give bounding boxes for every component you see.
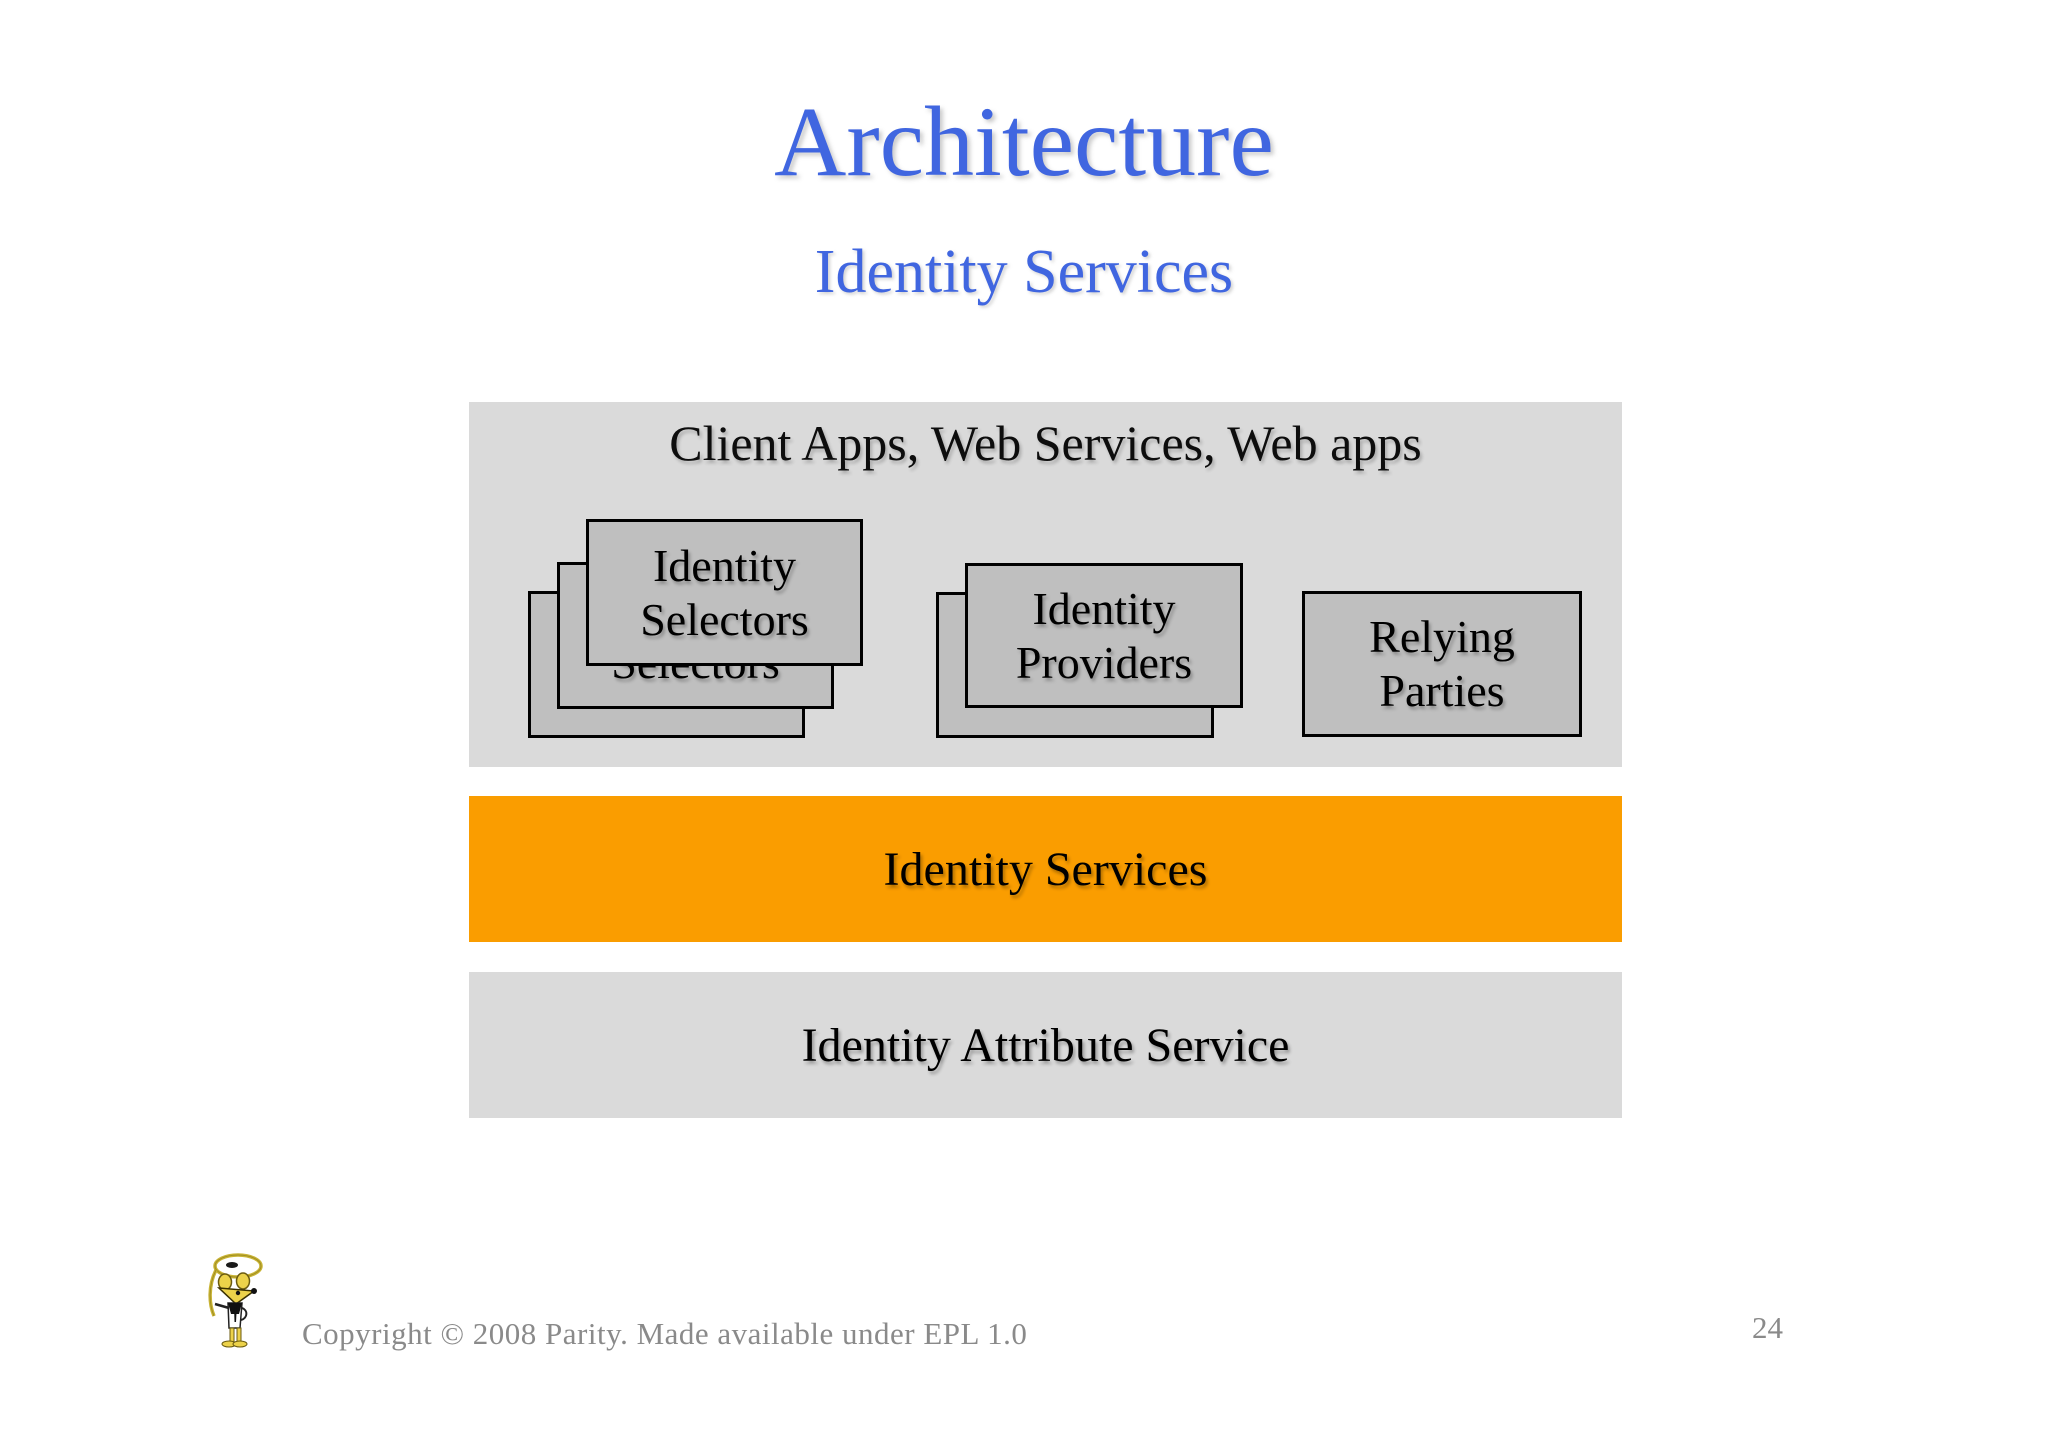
- identity-providers-label: Identity Providers: [1015, 582, 1193, 688]
- identity-attribute-bar: Identity Attribute Service: [469, 972, 1622, 1118]
- relying-parties-box: Relying Parties: [1302, 591, 1582, 737]
- identity-selectors-label: Identity Selectors: [640, 539, 809, 645]
- page-number: 24: [1752, 1310, 1783, 1345]
- parity-mascot-logo-icon: [208, 1253, 263, 1348]
- client-layer-panel: Client Apps, Web Services, Web apps Iden…: [469, 402, 1622, 767]
- page-subtitle: Identity Services: [814, 238, 1234, 306]
- identity-attribute-label: Identity Attribute Service: [801, 1018, 1290, 1072]
- identity-services-label: Identity Services: [883, 842, 1208, 896]
- footer-copyright-text: Copyright © 2008 Parity. Made available …: [302, 1316, 1028, 1351]
- identity-services-bar: Identity Services: [469, 796, 1622, 942]
- client-layer-title: Client Apps, Web Services, Web apps: [669, 415, 1422, 471]
- identity-selectors-box-front: Identity Selectors: [586, 519, 863, 666]
- page-title: Architecture: [774, 86, 1274, 197]
- relying-parties-label: Relying Parties: [1369, 611, 1515, 716]
- identity-providers-box-front: Identity Providers: [965, 563, 1243, 708]
